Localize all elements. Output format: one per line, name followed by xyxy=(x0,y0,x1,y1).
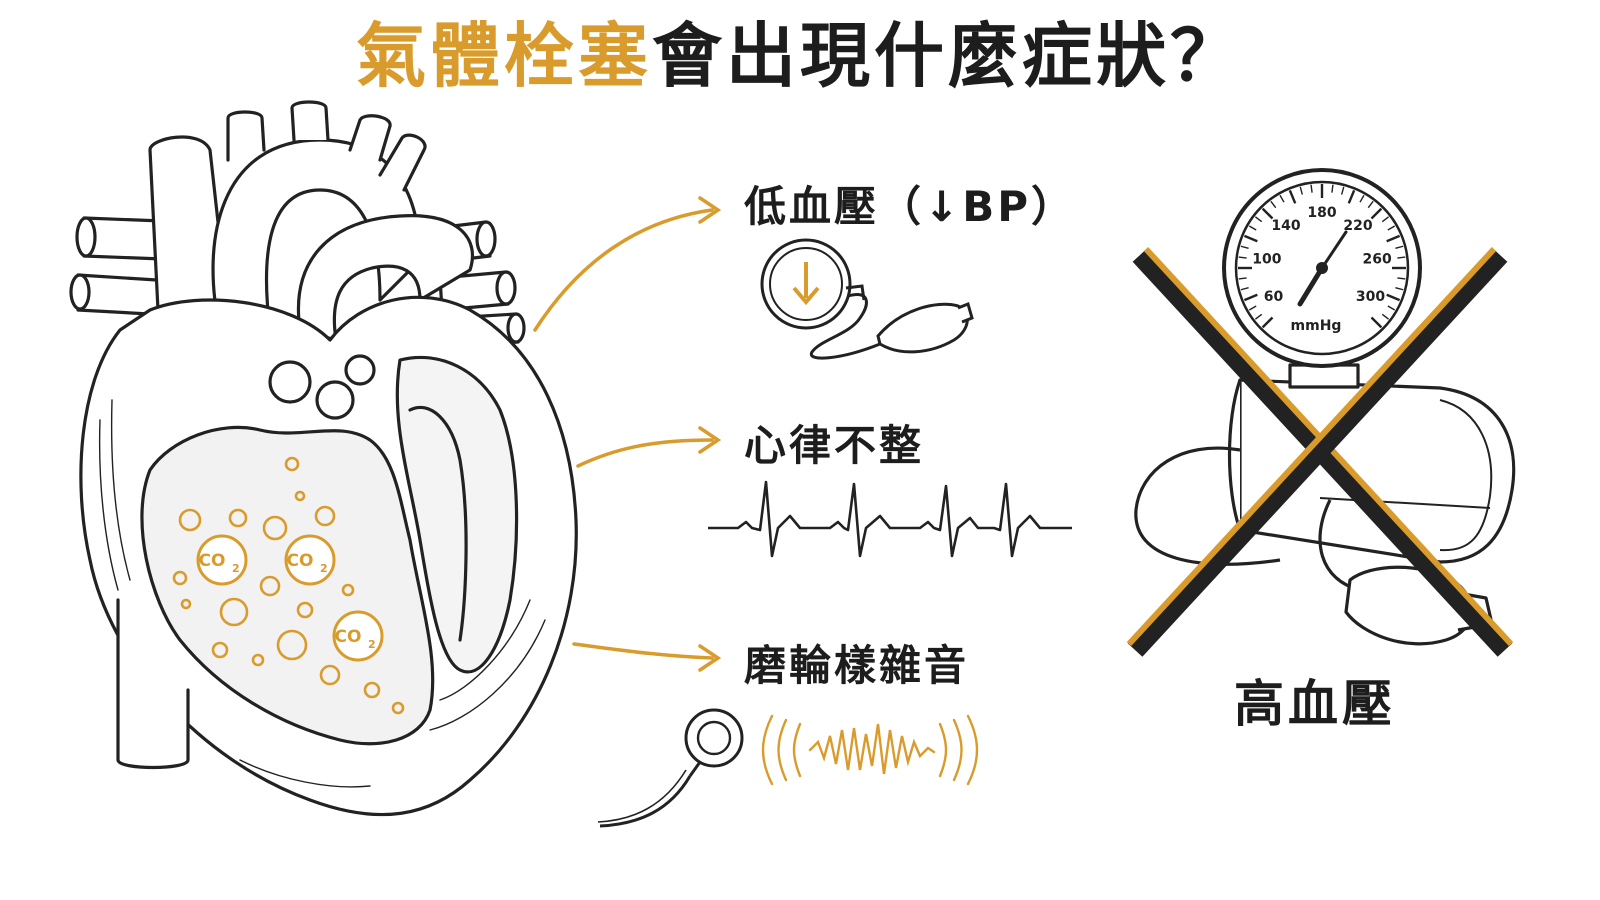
gauge-tick xyxy=(1261,207,1274,220)
gauge-tick-label: 300 xyxy=(1356,289,1385,305)
gauge-tick xyxy=(1310,184,1313,193)
gauge-tick xyxy=(1248,225,1257,231)
co2-label: CO xyxy=(335,627,362,647)
gauge-needle xyxy=(1297,230,1348,307)
gauge-tick xyxy=(1395,245,1404,250)
gauge-tick xyxy=(1359,194,1365,203)
gauge-tick-label: 220 xyxy=(1343,218,1372,234)
gauge-tick xyxy=(1299,186,1304,195)
gauge-tick xyxy=(1254,313,1263,320)
gauge-tick xyxy=(1347,189,1356,204)
title-rest: 會出現什麼症狀？ xyxy=(652,15,1244,97)
gauge-tick xyxy=(1386,234,1401,243)
gauge-tick xyxy=(1270,200,1277,209)
arrow-to-hypotension xyxy=(533,196,722,332)
gauge-tick xyxy=(1243,234,1258,243)
gauge-tick xyxy=(1331,184,1334,193)
gauge-unit: mmHg xyxy=(1291,318,1342,334)
gauge-tick-label: 260 xyxy=(1363,251,1392,267)
gauge-tick-marks xyxy=(1238,184,1406,329)
excluded-hypertension-label: 高血壓 xyxy=(1234,675,1396,733)
gauge-tick-labels: 60 100 140 180 220 260 300 xyxy=(1252,205,1392,305)
co2-subscript: 2 xyxy=(232,562,240,575)
co2-label: CO xyxy=(287,551,314,571)
co2-bubble: CO 2 xyxy=(284,534,336,586)
gauge-tick xyxy=(1381,313,1390,320)
symptom-arrhythmia-label: 心律不整 xyxy=(744,421,925,470)
gauge-tick xyxy=(1395,286,1404,291)
page-title: 氣體栓塞會出現什麼症狀？ xyxy=(0,14,1600,98)
gauge-tick-label: 140 xyxy=(1271,218,1300,234)
gauge-tick-label: 180 xyxy=(1307,205,1336,221)
arrow-to-arrhythmia xyxy=(576,426,722,468)
arrow-to-murmur xyxy=(572,642,722,672)
gauge-tick xyxy=(1243,293,1258,302)
ecg-waveform-icon xyxy=(708,480,1072,558)
gauge-tick xyxy=(1386,293,1401,302)
gauge-tick xyxy=(1254,216,1263,223)
gauge-tick xyxy=(1288,189,1297,204)
symptom-hypotension-label: 低血壓（↓BP） xyxy=(744,182,1076,231)
gauge-tick xyxy=(1370,316,1383,329)
co2-subscript: 2 xyxy=(368,638,376,651)
heart-illustration xyxy=(69,100,578,817)
small-bp-gauge-icon xyxy=(760,238,974,360)
sound-wave-icon xyxy=(761,714,979,786)
co2-subscript: 2 xyxy=(320,562,328,575)
symptom-mill-wheel-murmur-label: 磨輪樣雜音 xyxy=(744,641,970,690)
gauge-tick xyxy=(1240,245,1249,250)
cross-out-icon xyxy=(1126,246,1514,657)
gauge-tick xyxy=(1340,186,1345,195)
gauge-tick xyxy=(1248,305,1257,311)
stethoscope-icon xyxy=(597,708,744,828)
gauge-tick xyxy=(1279,194,1285,203)
bubble-cluster xyxy=(172,456,405,715)
gauge-tick xyxy=(1367,200,1374,209)
co2-bubble: CO 2 xyxy=(332,610,384,662)
co2-bubble: CO 2 xyxy=(196,534,248,586)
gauge-tick xyxy=(1370,207,1383,220)
gauge-tick xyxy=(1381,216,1390,223)
gauge-tick xyxy=(1261,316,1274,329)
gauge-tick xyxy=(1240,286,1249,291)
gauge-tick-label: 60 xyxy=(1264,289,1284,305)
gauge-tick xyxy=(1238,277,1247,280)
gauge-tick xyxy=(1238,256,1247,259)
gauge-tick-label: 100 xyxy=(1252,251,1281,267)
co2-label: CO xyxy=(199,551,226,571)
gauge-tick xyxy=(1387,225,1396,231)
title-highlight: 氣體栓塞 xyxy=(356,15,652,97)
gauge-tick xyxy=(1397,256,1406,259)
gauge-tick xyxy=(1387,305,1396,311)
gauge-tick xyxy=(1397,277,1406,280)
